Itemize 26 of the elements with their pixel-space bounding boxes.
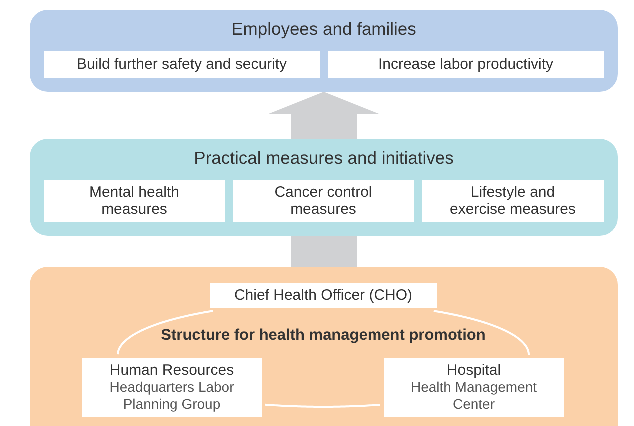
panel-heading: Practical measures and initiatives — [193, 148, 455, 169]
box-label: Mental health measures — [88, 184, 181, 218]
box-label: Hospital — [446, 362, 502, 379]
structure-heading: Structure for health management promotion — [160, 327, 487, 345]
text-box — [422, 180, 604, 222]
arrow — [269, 92, 379, 139]
box-label: Chief Health Officer (CHO) — [234, 287, 413, 304]
panel-heading: Employees and families — [230, 19, 418, 40]
text-box — [233, 180, 414, 222]
box-label: Lifestyle and exercise measures — [449, 184, 577, 218]
text-box — [210, 283, 437, 308]
box-subtitle: Headquarters Labor Planning Group — [108, 379, 236, 413]
text-box — [82, 358, 262, 417]
connector-bar — [291, 236, 357, 267]
text-box — [44, 180, 225, 222]
text-box — [44, 51, 320, 78]
group-panel — [30, 10, 618, 92]
box-subtitle: Health Management Center — [410, 379, 538, 413]
box-label: Increase labor productivity — [378, 56, 554, 73]
box-label: Human Resources — [110, 362, 234, 379]
box-label: Cancer control measures — [274, 184, 374, 218]
text-box — [328, 51, 604, 78]
panel-background — [30, 267, 618, 426]
box-label: Build further safety and security — [76, 56, 288, 73]
text-box — [384, 358, 564, 417]
group-panel — [30, 139, 618, 236]
